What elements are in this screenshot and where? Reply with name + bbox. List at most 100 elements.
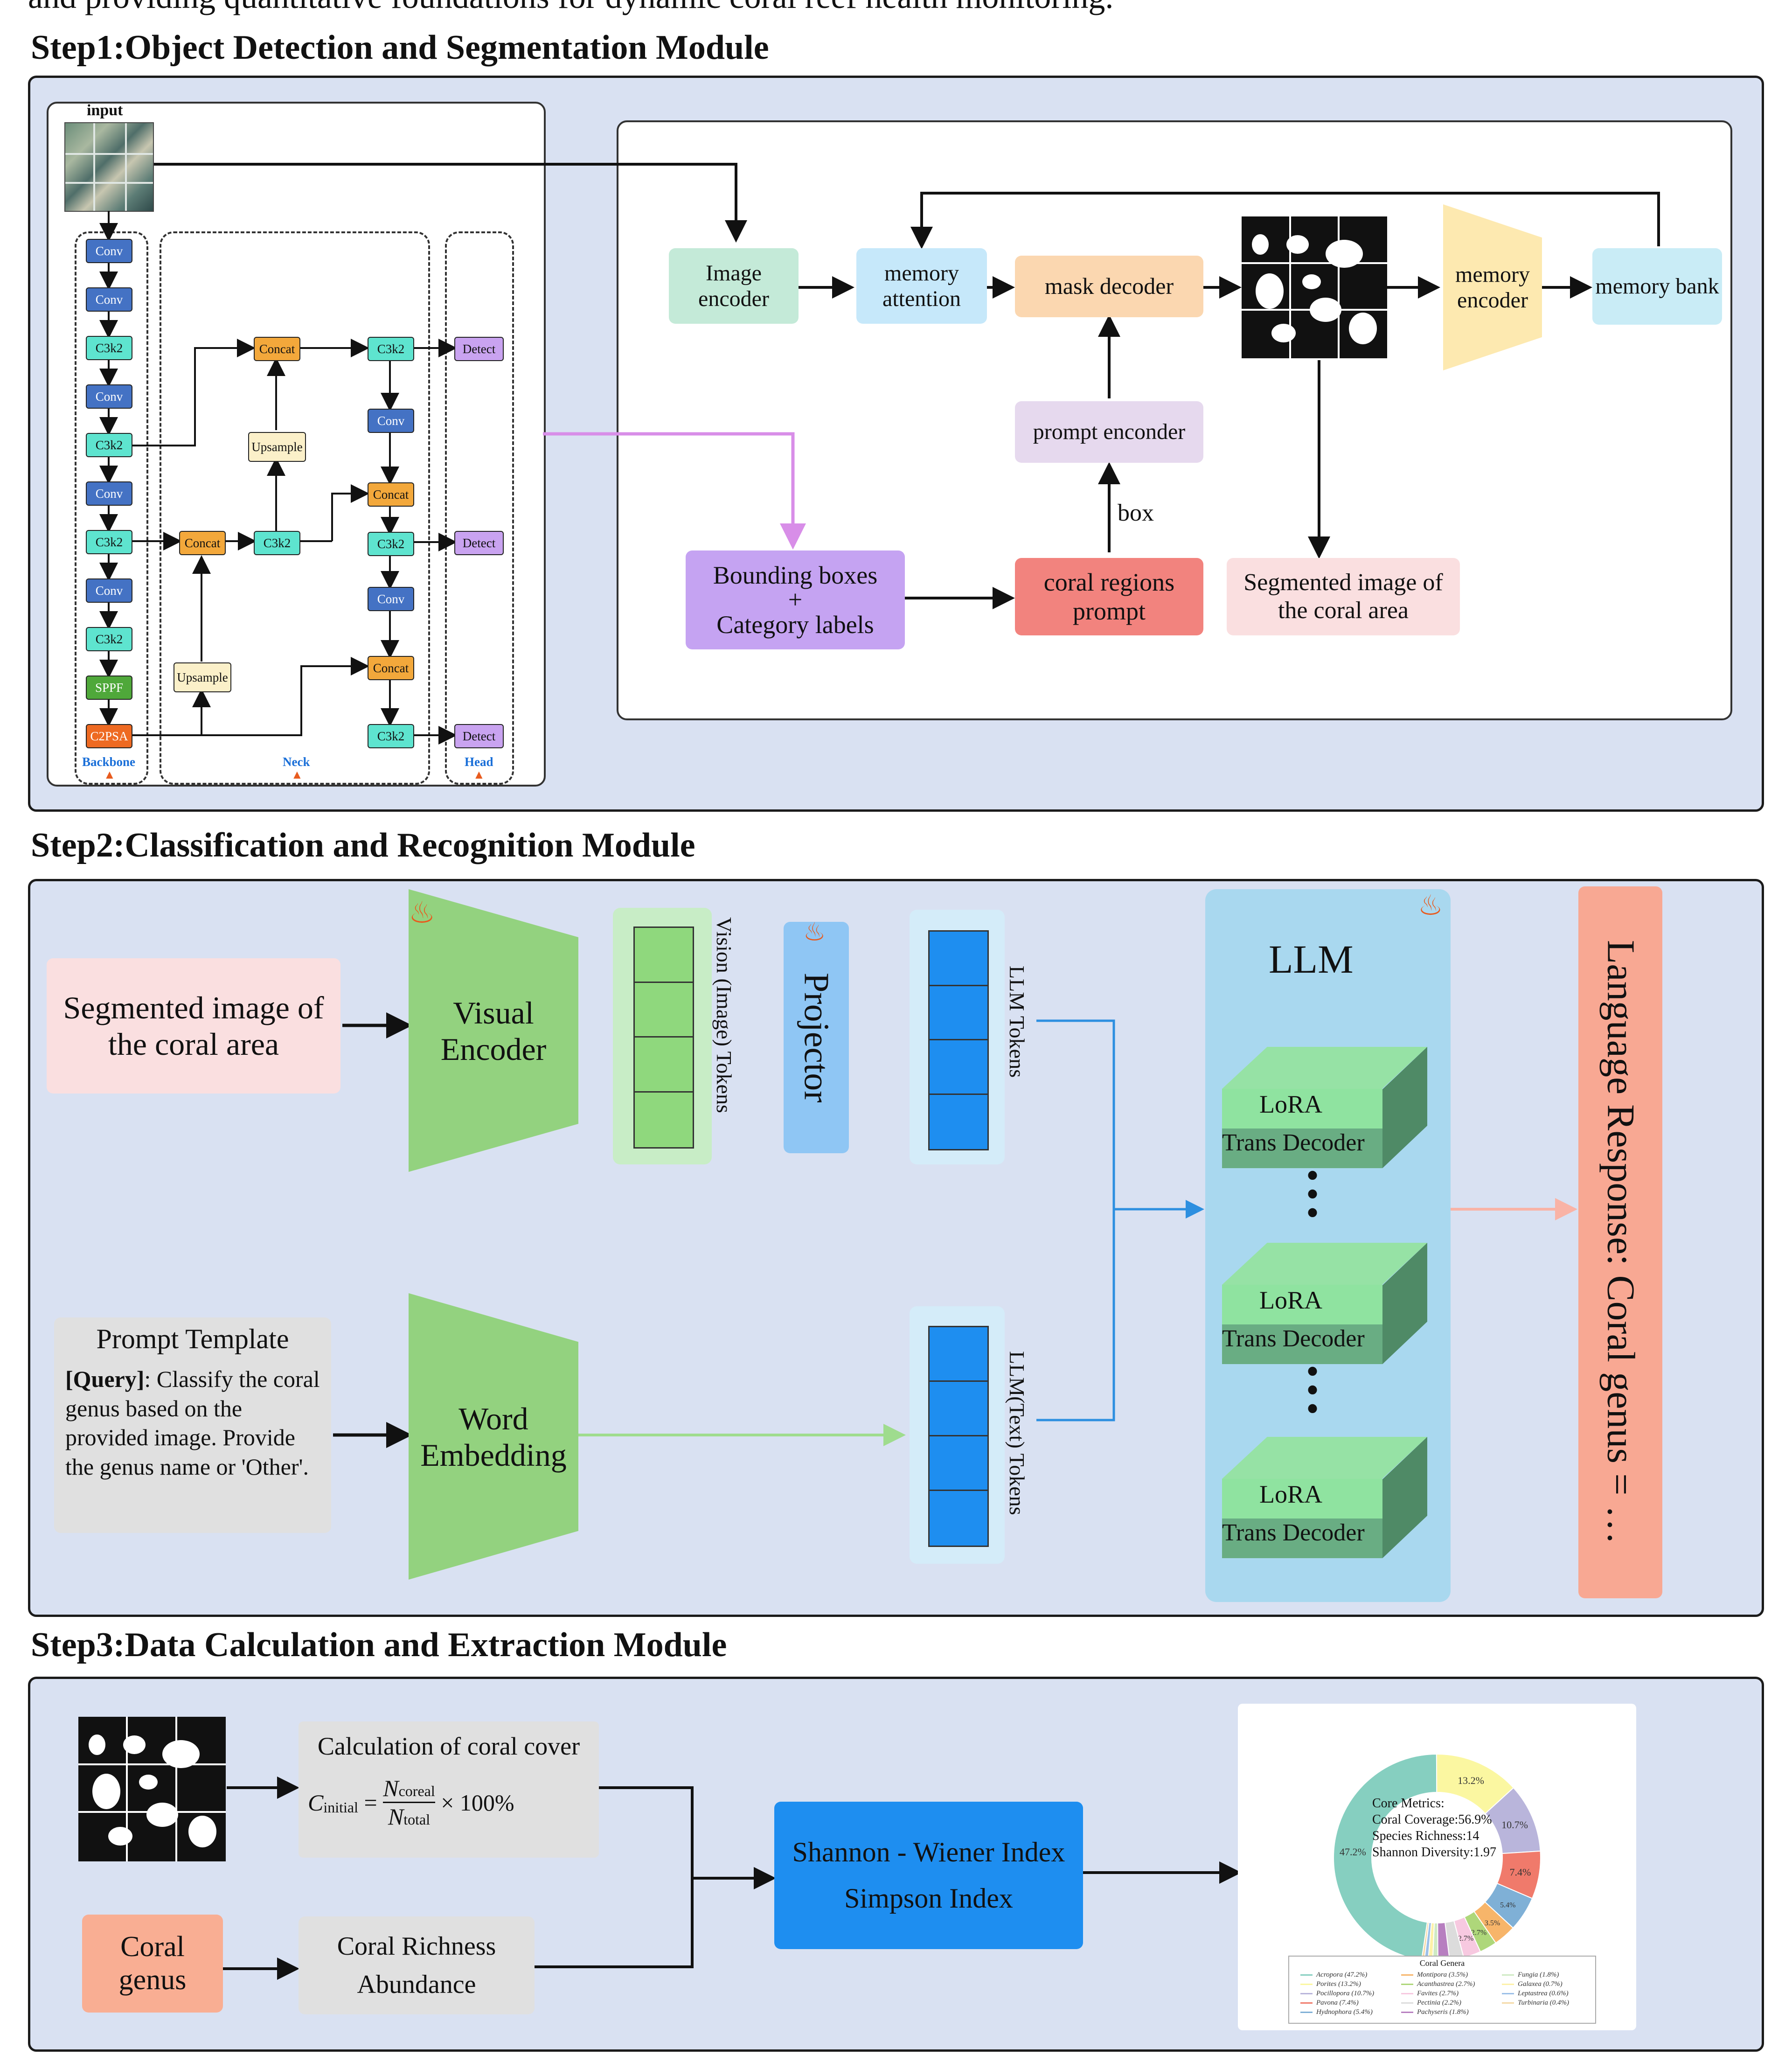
abundance-label: Abundance bbox=[357, 1970, 476, 1999]
legend-swatch bbox=[1502, 2002, 1514, 2004]
fire-icon: ♨ bbox=[409, 896, 436, 929]
neck-c3k2-1: C3k2 bbox=[254, 531, 300, 555]
top-text: and providing quantitative foundations f… bbox=[28, 0, 1113, 16]
prompt-encoder-box: prompt enconder bbox=[1015, 401, 1203, 463]
text-tokens-stack bbox=[928, 1326, 989, 1547]
language-response-box: Language Response: Coral genus = … bbox=[1578, 886, 1662, 1598]
legend-swatch bbox=[1502, 1984, 1514, 1985]
backbone-conv-2: Conv bbox=[86, 287, 132, 312]
legend-swatch bbox=[1300, 2002, 1313, 2004]
legend-swatch bbox=[1300, 1974, 1313, 1976]
backbone-conv-5: Conv bbox=[86, 578, 132, 603]
head-label: Head bbox=[465, 755, 493, 769]
llm-tokens-stack bbox=[928, 930, 989, 1150]
backbone-c3k2-1: C3k2 bbox=[86, 336, 132, 360]
trans-decoder-label-3: Trans Decoder bbox=[1222, 1519, 1365, 1546]
fire-icon: ♨ bbox=[803, 918, 826, 946]
diversity-index-box: Shannon - Wiener Index Simpson Index bbox=[774, 1802, 1083, 1949]
prompt-template-title: Prompt Template bbox=[96, 1324, 289, 1354]
slice-label: 2.7% bbox=[1458, 1935, 1473, 1943]
legend-swatch bbox=[1401, 1974, 1413, 1976]
fire-icon: ▲ bbox=[291, 768, 303, 781]
neck-c3k2-3: C3k2 bbox=[368, 532, 414, 556]
legend-entry: Turbinaria (0.4%) bbox=[1502, 1999, 1569, 2007]
lora-cube-2-front bbox=[1222, 1285, 1382, 1364]
lora-cube-3-front bbox=[1222, 1479, 1382, 1558]
trans-decoder-label-1: Trans Decoder bbox=[1222, 1129, 1365, 1156]
legend-entry: Pachyseris (1.8%) bbox=[1401, 2008, 1469, 2016]
legend-swatch bbox=[1401, 2012, 1413, 2013]
yolo-connections bbox=[99, 211, 457, 745]
lora-label-1: LoRA bbox=[1259, 1090, 1322, 1118]
donut-slice bbox=[1422, 1922, 1430, 1956]
slice-label: 7.4% bbox=[1509, 1867, 1531, 1878]
chart-legend: Coral Genera Acropora (47.2%)Porites (13… bbox=[1288, 1956, 1596, 2024]
backbone-label: Backbone bbox=[82, 755, 136, 769]
backbone-sppf: SPPF bbox=[86, 676, 132, 700]
llm-title: LLM bbox=[1269, 937, 1354, 982]
slice-label: 2.7% bbox=[1471, 1929, 1486, 1937]
neck-concat-2: Concat bbox=[179, 531, 226, 555]
metrics-richness: Species Richness:14 bbox=[1372, 1829, 1479, 1843]
fire-icon: ▲ bbox=[104, 768, 116, 781]
coral-genus-box: Coral genus bbox=[82, 1915, 223, 2013]
step2-segmented-box: Segmented image of the coral area bbox=[47, 958, 340, 1094]
legend-items: Acropora (47.2%)Porites (13.2%)Pocillopo… bbox=[1289, 1968, 1595, 2020]
step2-title: Step2:Classification and Recognition Mod… bbox=[31, 826, 695, 864]
word-embedding-shape bbox=[409, 1293, 578, 1580]
ellipsis-dots-2: ••• bbox=[1306, 1351, 1320, 1429]
step3-connections bbox=[223, 1776, 1242, 1980]
word-embedding-label: Word Embedding bbox=[420, 1400, 567, 1473]
segmented-image-box: Segmented image of the coral area bbox=[1227, 558, 1460, 635]
ellipsis-dots-1: ••• bbox=[1306, 1155, 1320, 1233]
legend-entry: Hydnophora (5.4%) bbox=[1300, 2008, 1373, 2016]
backbone-c3k2-2: C3k2 bbox=[86, 433, 132, 457]
neck-label: Neck bbox=[283, 755, 310, 769]
legend-entry: Galaxea (0.7%) bbox=[1502, 1980, 1563, 1988]
legend-entry: Porites (13.2%) bbox=[1300, 1980, 1361, 1988]
mask-image bbox=[1242, 216, 1387, 358]
backbone-c3k2-3: C3k2 bbox=[86, 530, 132, 554]
legend-entry: Acropora (47.2%) bbox=[1300, 1971, 1367, 1979]
legend-swatch bbox=[1401, 2002, 1413, 2004]
slice-label: 3.5% bbox=[1485, 1919, 1500, 1927]
neck-c3k2-4: C3k2 bbox=[368, 724, 414, 748]
neck-group bbox=[160, 231, 430, 785]
legend-entry: Acanthastrea (2.7%) bbox=[1401, 1980, 1475, 1988]
head-detect-2: Detect bbox=[454, 531, 504, 555]
backbone-c2psa: C2PSA bbox=[86, 724, 132, 748]
text-tokens-label: LLM(Text) Tokens bbox=[1005, 1351, 1029, 1515]
memory-encoder-label: memory encoder bbox=[1455, 262, 1530, 313]
simpson-label: Simpson Index bbox=[844, 1883, 1013, 1914]
legend-entry: Favites (2.7%) bbox=[1401, 1990, 1459, 1998]
fire-icon: ▲ bbox=[473, 768, 485, 781]
step1-connections bbox=[154, 163, 1660, 609]
step3-mask-image bbox=[78, 1717, 226, 1861]
metrics-title: Core Metrics: bbox=[1372, 1796, 1445, 1811]
projector-box: Projector bbox=[784, 922, 849, 1153]
query-label: [Query] bbox=[65, 1366, 145, 1392]
lora-label-3: LoRA bbox=[1259, 1480, 1322, 1508]
input-image bbox=[64, 122, 154, 212]
slice-label: 10.7% bbox=[1501, 1819, 1528, 1831]
neck-conv-2: Conv bbox=[368, 587, 414, 611]
donut-chart: 47.2%13.2%10.7%7.4%5.4%3.5%2.7%2.7% bbox=[1333, 1753, 1541, 1956]
neck-upsample-1: Upsample bbox=[248, 432, 306, 462]
slice-label: 13.2% bbox=[1458, 1775, 1484, 1786]
image-encoder-box: Image encoder bbox=[669, 248, 799, 324]
richness-label: Coral Richness bbox=[337, 1931, 496, 1961]
lora-cube-1-front bbox=[1222, 1089, 1382, 1168]
lora-label-2: LoRA bbox=[1259, 1286, 1322, 1314]
visual-encoder-shape bbox=[409, 889, 578, 1172]
bbox-plus: + bbox=[788, 585, 803, 614]
head-group bbox=[445, 231, 514, 785]
memory-attention-box: memory attention bbox=[856, 248, 987, 324]
query-body: : Classify the coral genus based on the … bbox=[65, 1366, 320, 1480]
backbone-c3k2-4: C3k2 bbox=[86, 627, 132, 651]
prompt-template-box: Prompt Template [Query]: Classify the co… bbox=[54, 1317, 331, 1533]
llm-tokens-label: LLM Tokens bbox=[1005, 966, 1029, 1078]
fire-icon: ♨ bbox=[1418, 890, 1443, 921]
shannon-label: Shannon - Wiener Index bbox=[792, 1837, 1065, 1867]
box-label: box bbox=[1118, 500, 1154, 526]
